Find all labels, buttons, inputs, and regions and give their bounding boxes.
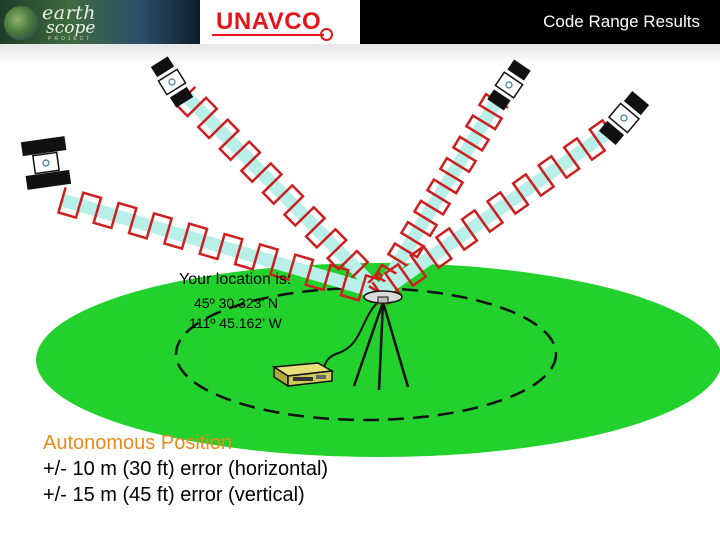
caption-title: Autonomous Position: [43, 432, 233, 454]
ground-ellipse: [36, 263, 720, 457]
page-title: Code Range Results: [543, 12, 700, 31]
satellite-icon: [598, 91, 650, 145]
signal-wave-3: [368, 92, 509, 302]
tripod-icon: [352, 301, 410, 391]
location-heading: Your location is:: [179, 271, 292, 288]
caption-vertical-error: +/- 15 m (45 ft) error (vertical): [43, 484, 305, 506]
signal-waves: [56, 86, 619, 306]
earthscope-logo-tagline: PROJECT: [48, 36, 93, 42]
caption-block: Autonomous Position +/- 10 m (30 ft) err…: [43, 430, 328, 508]
globe-icon: [4, 6, 38, 40]
location-longitude: 111º 45.162’ W: [189, 315, 282, 331]
unavco-logo: UNAVCO: [200, 0, 360, 44]
signal-wave-2: [56, 187, 386, 306]
earthscope-logo: earth scope PROJECT: [0, 0, 200, 44]
header-gradient-band: [0, 44, 720, 66]
earthscope-logo-line2: scope: [46, 18, 96, 38]
gps-receiver-icon: [271, 362, 335, 388]
caption-horizontal-error: +/- 10 m (30 ft) error (horizontal): [43, 458, 329, 480]
unavco-swoosh: [212, 34, 324, 36]
unavco-logo-text: UNAVCO: [216, 8, 322, 35]
satellite-icon: [20, 136, 72, 190]
earthscope-logo-line1: earth: [42, 2, 97, 24]
satellite-icon: [487, 59, 531, 111]
signal-wave-1: [174, 86, 392, 303]
signal-wave-4: [371, 118, 619, 306]
location-latitude: 45º 30.323’ N: [194, 295, 278, 311]
gps-antenna-icon: [363, 290, 403, 304]
satellite-icon: [150, 56, 194, 108]
unavco-loop: [320, 28, 333, 41]
